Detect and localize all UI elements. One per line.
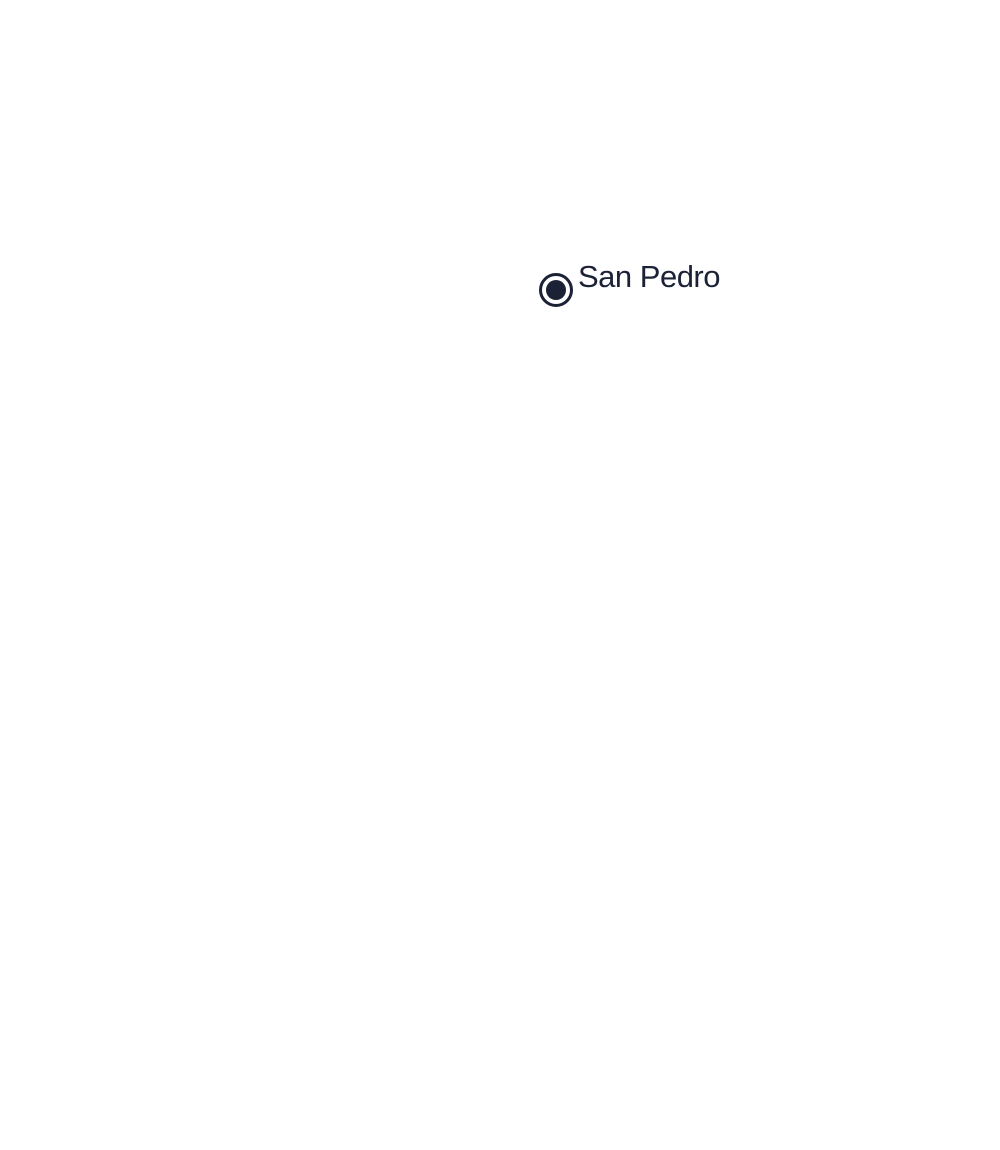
city-label: San Pedro: [578, 259, 721, 294]
city-capital-marker-icon: [539, 273, 573, 307]
city-marker-san-pedro[interactable]: San Pedro: [538, 255, 721, 308]
